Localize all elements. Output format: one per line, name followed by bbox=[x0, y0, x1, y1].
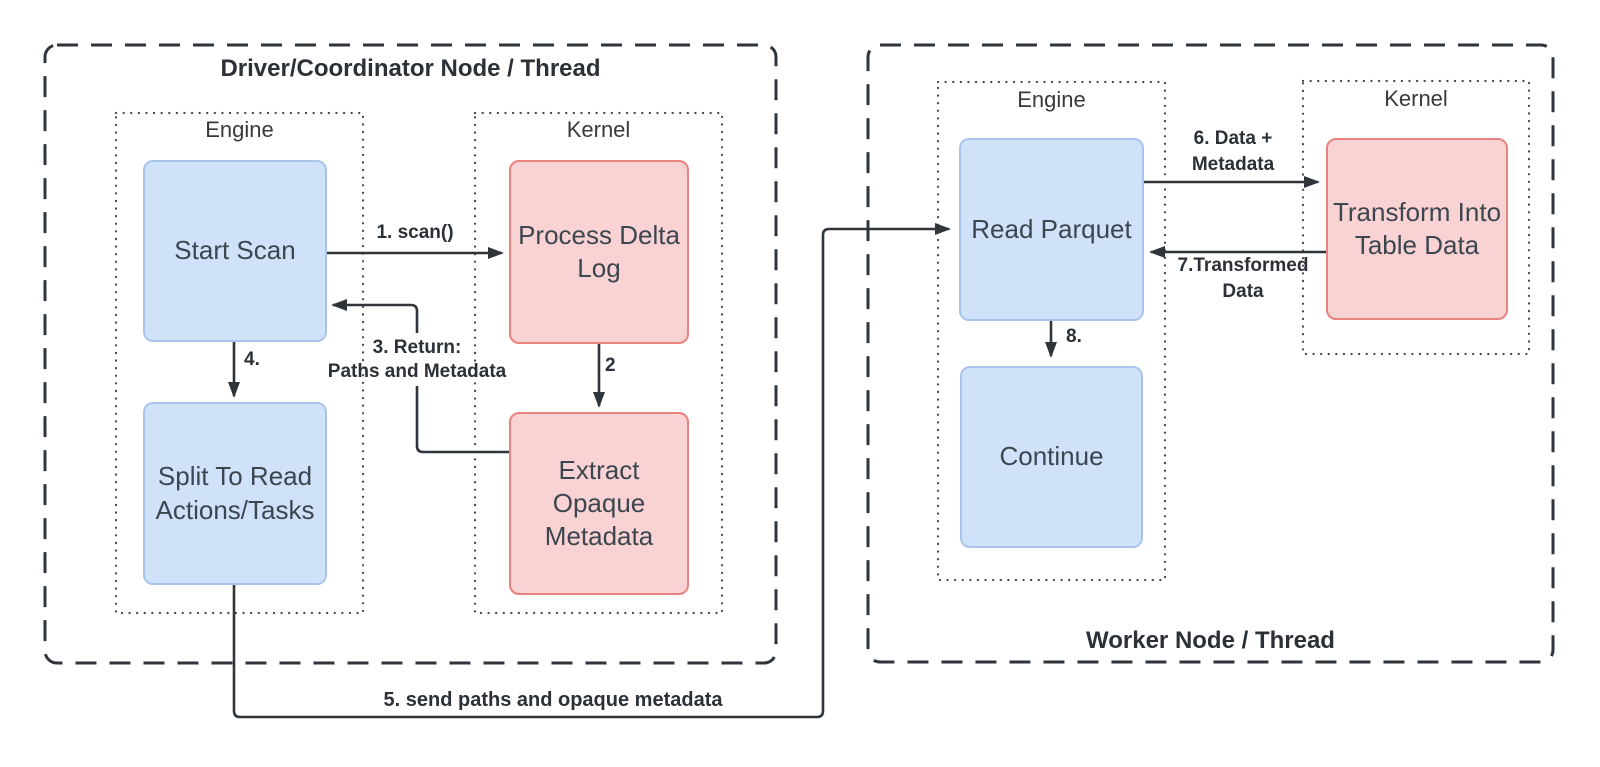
worker-engine-label: Engine bbox=[1017, 87, 1086, 112]
driver-engine-label: Engine bbox=[205, 117, 274, 142]
node-start-scan: Start Scan bbox=[143, 160, 327, 342]
node-transform-into-table-data: Transform Into Table Data bbox=[1326, 138, 1508, 320]
driver-node-container bbox=[43, 43, 778, 665]
node-split-to-read-actions: Split To Read Actions/Tasks bbox=[143, 402, 327, 585]
edge-label-8: 8. bbox=[1066, 326, 1082, 347]
edge-label-7-transformed-data: 7.Transformed Data bbox=[1177, 255, 1309, 302]
edge-label-3-return-paths: 3. Return: Paths and Metadata bbox=[327, 337, 507, 382]
node-extract-opaque-metadata: Extract Opaque Metadata bbox=[509, 412, 689, 595]
edge-label-2: 2 bbox=[605, 355, 616, 376]
worker-kernel-label: Kernel bbox=[1384, 86, 1448, 111]
node-read-parquet: Read Parquet bbox=[959, 138, 1144, 321]
arrow-3-return-segment-upper bbox=[331, 299, 419, 333]
node-process-delta-log: Process Delta Log bbox=[509, 160, 689, 344]
edge-label-4: 4. bbox=[244, 349, 260, 370]
driver-kernel-label: Kernel bbox=[566, 117, 631, 142]
edge-label-5-send-paths: 5. send paths and opaque metadata bbox=[383, 689, 723, 711]
driver-node-title: Driver/Coordinator Node / Thread bbox=[220, 55, 601, 82]
worker-kernel-group bbox=[1301, 79, 1531, 356]
node-continue: Continue bbox=[960, 366, 1143, 548]
arrow-3-return-segment-lower bbox=[415, 386, 509, 454]
worker-engine-group bbox=[936, 80, 1167, 582]
edge-label-6-data-metadata: 6. Data + Metadata bbox=[1191, 128, 1275, 175]
arrow-5-send-paths bbox=[232, 223, 951, 719]
worker-node-title: Worker Node / Thread bbox=[1086, 627, 1335, 654]
edge-label-1-scan: 1. scan() bbox=[376, 222, 454, 243]
